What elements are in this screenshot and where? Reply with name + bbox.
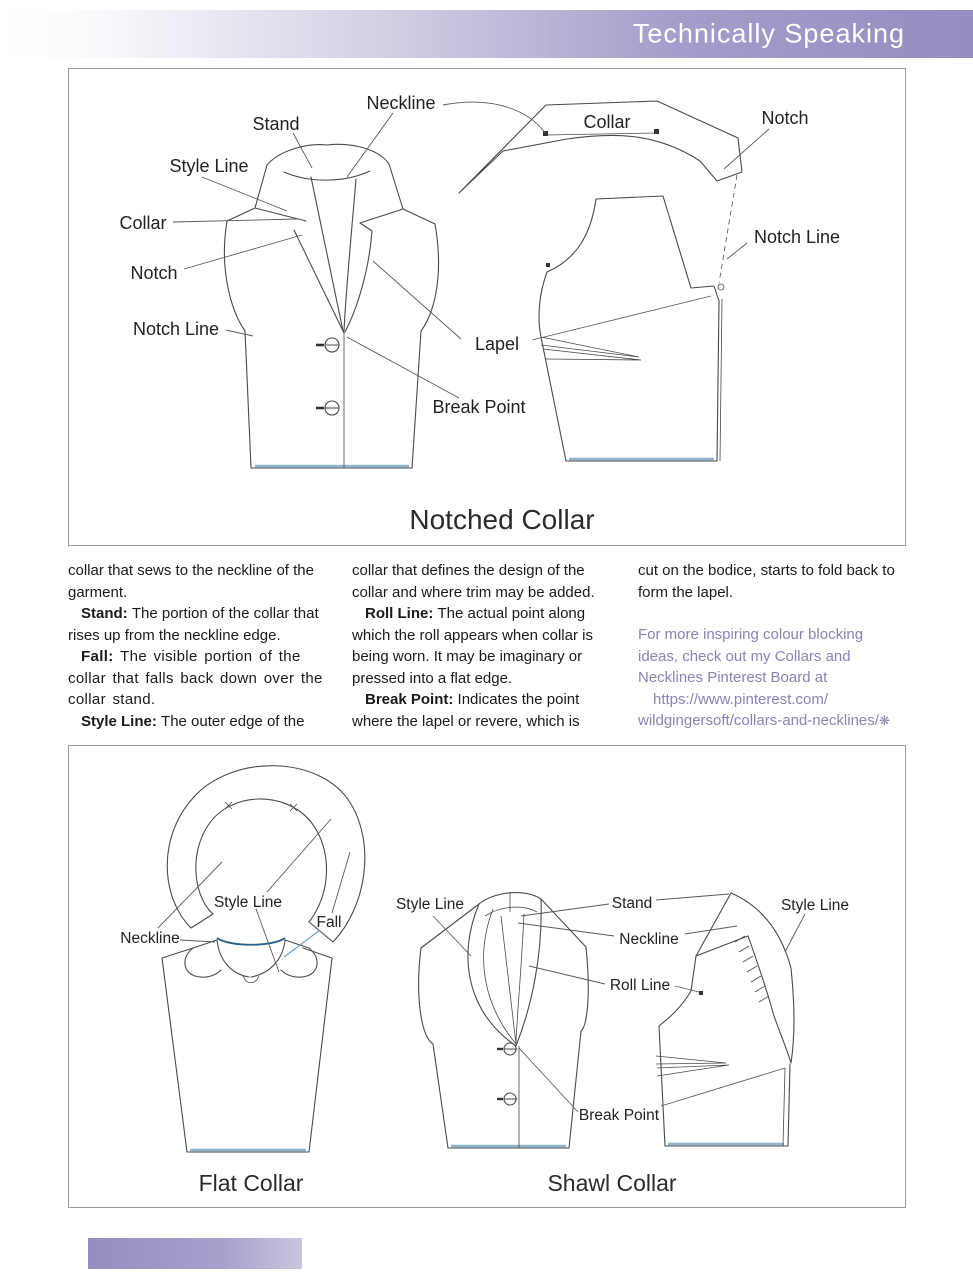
shawl-pattern-piece (655, 892, 795, 1147)
flat-leader-lines (157, 818, 351, 973)
paragraph: Stand:The portion of the collar that ris… (68, 605, 319, 644)
label-lapel: Lapel (475, 334, 519, 354)
page-title: Technically Speaking (632, 18, 905, 49)
label-notch-line-garment: Notch Line (133, 319, 219, 339)
leader-lines (172, 101, 770, 399)
article-column-2: collar that defines the design of the co… (352, 560, 624, 732)
shawl-leader-lines (432, 893, 806, 1113)
collar-pattern-piece (458, 100, 743, 284)
pinterest-link-line1[interactable]: https://www.pinterest.com/ (653, 690, 829, 708)
label-notch-line-pattern: Notch Line (754, 227, 840, 247)
label-shawl-break-point: Break Point (579, 1107, 660, 1124)
next-page-header-strip (88, 1238, 302, 1269)
bodice-pattern-piece (538, 195, 725, 462)
article-column-3: cut on the bodice, starts to fold back t… (638, 560, 905, 732)
notched-collar-title: Notched Collar (409, 504, 594, 535)
paragraph: cut on the bodice, starts to fold back t… (638, 562, 895, 601)
button-top (316, 337, 340, 353)
flat-collar-pattern-piece (166, 765, 366, 943)
label-shawl-neckline: Neckline (619, 931, 678, 948)
notched-collar-garment-drawing (223, 143, 440, 469)
article-columns: collar that sews to the neckline of the … (68, 560, 905, 732)
label-flat-neckline: Neckline (120, 930, 179, 947)
pinterest-promo: For more inspiring colour blocking ideas… (638, 624, 905, 732)
notched-collar-diagram: Stand Neckline Style Line Collar Notch N… (119, 93, 840, 535)
flat-shawl-collar-diagram: Style Line Fall Neckline Flat Collar (120, 765, 849, 1196)
promo-text: For more inspiring colour blocking ideas… (638, 626, 864, 686)
flat-collar-title: Flat Collar (199, 1170, 304, 1196)
label-collar-pattern: Collar (583, 112, 630, 132)
label-collar-garment: Collar (119, 213, 166, 233)
article-column-1: collar that sews to the neckline of the … (68, 560, 340, 732)
label-shawl-stand: Stand (612, 895, 653, 912)
shawl-collar-garment-drawing (418, 892, 589, 1149)
notched-collar-figure-frame: Stand Neckline Style Line Collar Notch N… (68, 68, 906, 546)
paragraph: Roll Line:The actual point along which t… (352, 605, 593, 687)
paragraph: collar that sews to the neckline of the … (68, 562, 314, 601)
flat-collar-garment-drawing (161, 937, 333, 1153)
pinterest-link-line2: wildgingersoft/collars-and-necklines/❋ (638, 710, 905, 732)
label-shawl-style-line-left: Style Line (396, 896, 464, 913)
label-style-line: Style Line (169, 156, 248, 176)
button-bottom (316, 400, 340, 416)
flower-icon: ❋ (878, 713, 890, 728)
label-flat-style-line: Style Line (214, 894, 282, 911)
flat-shawl-figure-frame: Style Line Fall Neckline Flat Collar (68, 745, 906, 1208)
label-neckline: Neckline (366, 93, 435, 113)
label-notch-pattern: Notch (761, 108, 808, 128)
paragraph: Break Point:Indicates the point where th… (352, 691, 580, 730)
label-stand: Stand (252, 114, 299, 134)
paragraph: Style Line:The outer edge of the (81, 712, 305, 730)
label-break-point: Break Point (432, 397, 525, 417)
button-top (497, 1042, 518, 1056)
page-header-bar: Technically Speaking (0, 10, 973, 58)
label-shawl-roll-line: Roll Line (610, 977, 670, 994)
paragraph: Fall:The visible portion of the collar t… (68, 648, 323, 708)
label-notch-garment: Notch (130, 263, 177, 283)
pinterest-link[interactable]: wildgingersoft/collars-and-necklines/ (638, 712, 879, 729)
button-bottom (497, 1092, 518, 1106)
label-flat-fall: Fall (317, 914, 342, 931)
paragraph: collar that defines the design of the co… (352, 562, 595, 601)
shawl-collar-title: Shawl Collar (547, 1170, 676, 1196)
label-shawl-style-line-right: Style Line (781, 897, 849, 914)
